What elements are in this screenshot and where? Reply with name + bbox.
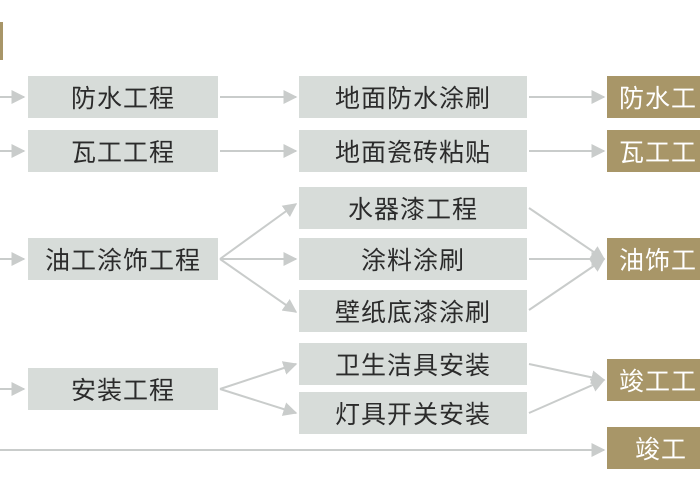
stage-box-paint: 油工涂饰工程	[28, 238, 218, 280]
arrow-task-to-result-3a	[528, 207, 606, 260]
task-box-floor-tile: 地面瓷砖粘贴	[299, 130, 527, 172]
arrow-paint-to-task-3	[219, 258, 298, 313]
task-box-lighting-install: 灯具开关安装	[299, 392, 527, 434]
result-box-install: 竣工工	[607, 359, 700, 401]
arrow-task-to-result-4a	[528, 363, 606, 385]
stage-box-install: 安装工程	[28, 368, 218, 410]
stage-box-tile: 瓦工工程	[28, 130, 218, 172]
arrow-task-to-result-4b	[528, 378, 606, 414]
arrow-paint-to-task-1	[219, 203, 298, 260]
task-box-wallpaper-primer: 壁纸底漆涂刷	[299, 290, 527, 332]
left-edge-marker	[0, 22, 3, 60]
result-box-tile: 瓦工工	[607, 130, 700, 172]
task-box-floor-waterproof: 地面防水涂刷	[299, 76, 527, 118]
task-box-sanitary-install: 卫生洁具安装	[299, 343, 527, 385]
task-box-water-paint: 水器漆工程	[299, 187, 527, 229]
task-box-coating: 涂料涂刷	[299, 238, 527, 280]
result-box-waterproof: 防水工	[607, 76, 700, 118]
arrow-install-to-task-1	[219, 361, 298, 390]
stage-box-waterproof: 防水工程	[28, 76, 218, 118]
arrow-install-to-task-2	[219, 388, 298, 416]
arrow-task-to-result-3c	[528, 258, 606, 311]
result-box-paint: 油饰工	[607, 238, 700, 280]
result-box-final: 竣工	[607, 427, 700, 469]
